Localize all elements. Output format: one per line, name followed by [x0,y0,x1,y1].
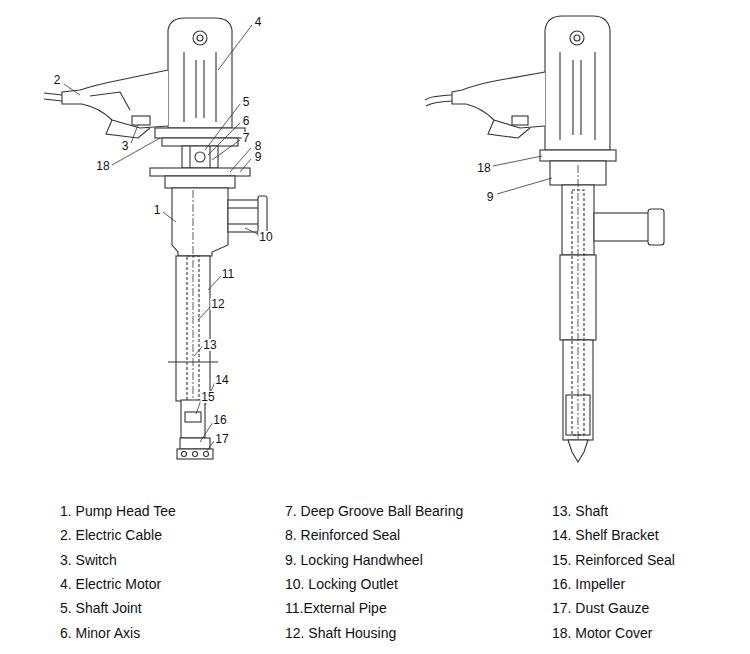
callout-number: 9 [254,151,263,163]
callout-number: 18 [476,162,491,174]
part-name: 3. Switch [60,553,117,567]
callout-number: 14 [214,374,229,386]
part-name: 7. Deep Groove Ball Bearing [285,504,463,518]
part-name: 9. Locking Handwheel [285,553,423,567]
callout-number: 5 [242,96,251,108]
part-name: 1. Pump Head Tee [60,504,176,518]
callout-number: 7 [242,132,251,144]
callout-number: 13 [202,339,217,351]
part-name: 12. Shaft Housing [285,626,396,640]
callout-number: 1 [153,204,162,216]
callout-number: 11 [221,268,235,280]
callout-number: 16 [212,414,227,426]
part-name: 6. Minor Axis [60,626,140,640]
part-name: 2. Electric Cable [60,528,162,542]
callout-number: 2 [53,74,62,86]
part-name: 8. Reinforced Seal [285,528,400,542]
part-name: 17. Dust Gauze [552,601,649,615]
callout-number: 3 [121,140,130,152]
callout-number: 17 [214,433,229,445]
callout-number: 18 [95,160,110,172]
callout-number: 12 [210,298,225,310]
part-name: 5. Shaft Joint [60,601,142,615]
callout-number: 10 [258,231,273,243]
callout-number: 6 [242,115,251,127]
part-name: 16. Impeller [552,577,625,591]
callout-number: 15 [200,391,215,403]
part-name: 11.External Pipe [285,601,387,615]
part-name: 14. Shelf Bracket [552,528,659,542]
part-name: 15. Reinforced Seal [552,553,675,567]
part-name: 13. Shaft [552,504,608,518]
part-name: 10. Locking Outlet [285,577,398,591]
callout-number: 9 [486,191,495,203]
right-view [425,16,664,462]
left-view [44,18,267,459]
callout-number: 4 [254,16,263,28]
part-name: 4. Electric Motor [60,577,161,591]
part-name: 18. Motor Cover [552,626,652,640]
